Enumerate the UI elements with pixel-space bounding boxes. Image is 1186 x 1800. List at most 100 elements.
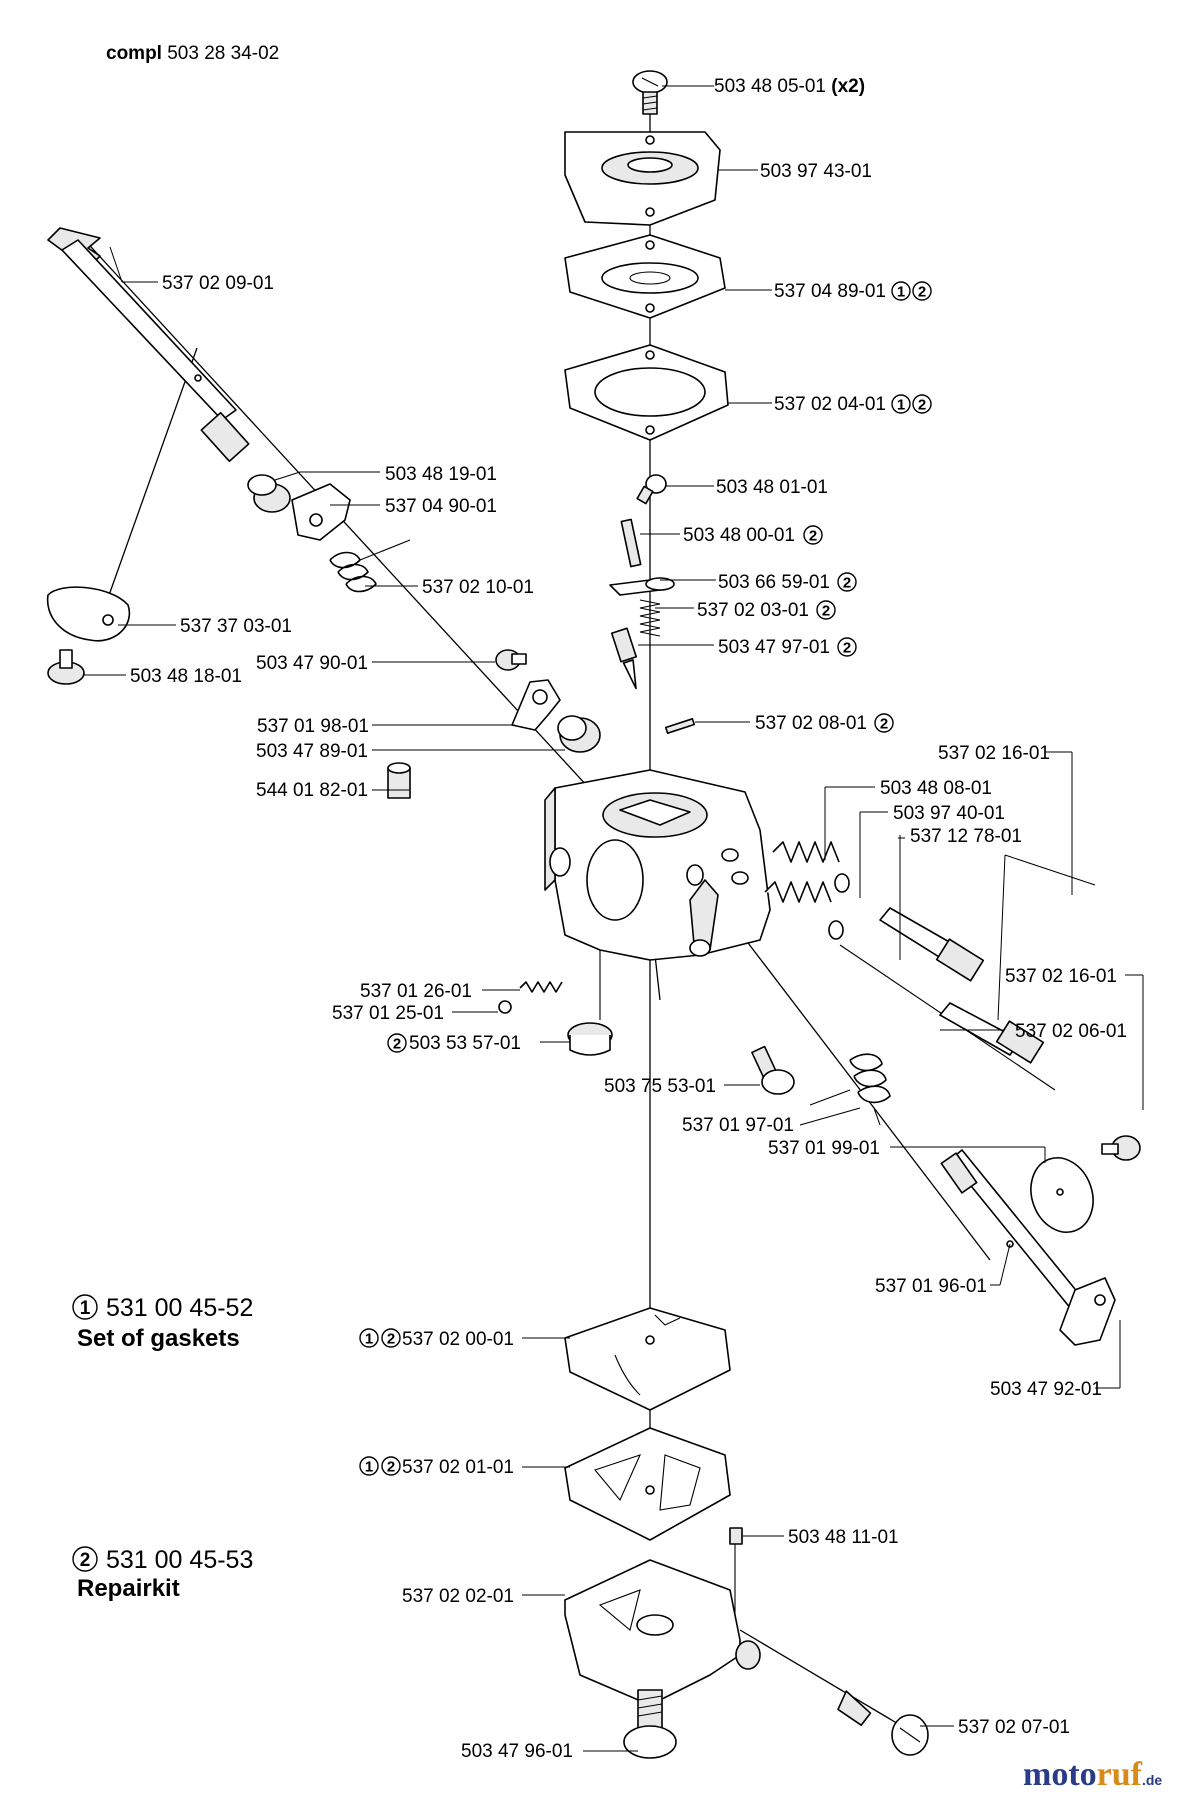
needle-valve-part [610, 627, 638, 690]
label-537-01-25-01: 537 01 25-01 [332, 1003, 444, 1024]
label-503-48-11-01: 503 48 11-01 [788, 1527, 899, 1548]
plug-small-part [729, 1527, 743, 1545]
legend-kit-1: 1 531 00 45-52 Set of gaskets [72, 1294, 253, 1352]
badge-2: 2 [837, 572, 857, 592]
pin-part [620, 518, 642, 568]
label-503-97-43-01: 503 97 43-01 [760, 161, 872, 182]
badge-1: 1 [891, 394, 911, 414]
label-503-48-18-01: 503 48 18-01 [130, 666, 242, 687]
label-537-02-01-01: 537 02 01-01 [402, 1457, 514, 1478]
check-spring-part [519, 981, 563, 993]
low-speed-spring-part [764, 881, 832, 903]
label-537-02-00-01: 537 02 00-01 [402, 1329, 514, 1350]
carburetor-body-part [544, 769, 771, 961]
label-537-01-99-01: 537 01 99-01 [768, 1138, 880, 1159]
label-537-02-16-01-bottom: 537 02 16-01 [1005, 966, 1117, 987]
label-537-02-07-01: 537 02 07-01 [958, 1717, 1070, 1738]
lever-screw-part [495, 649, 527, 671]
label-503-47-90-01: 503 47 90-01 [256, 653, 368, 674]
svg-text:1: 1 [365, 1459, 373, 1476]
choke-bushing-part [557, 715, 601, 753]
label-503-75-53-01: 503 75 53-01 [604, 1076, 716, 1097]
label-503-47-89-01: 503 47 89-01 [256, 741, 368, 762]
label-537-02-10-01: 537 02 10-01 [422, 577, 534, 598]
label-537-37-03-01: 537 37 03-01 [180, 616, 292, 637]
high-speed-spring-part [772, 841, 840, 863]
label-503-48-05-01: 503 48 05-01 (x2) [714, 76, 865, 97]
badge-2: 2 [912, 394, 932, 414]
label-537-02-03-01: 537 02 03-01 [697, 600, 809, 621]
top-screw-part [632, 70, 668, 115]
label-503-47-92-01: 503 47 92-01 [990, 1379, 1102, 1400]
idle-screw-part [837, 1690, 929, 1756]
throttle-rod-part [47, 227, 250, 463]
cover-screw-part [623, 1689, 677, 1759]
choke-screw-part [47, 649, 85, 685]
badge-2: 2 [874, 713, 894, 733]
choke-plate-part [46, 586, 131, 642]
svg-text:2: 2 [822, 603, 830, 620]
label-503-48-01-01: 503 48 01-01 [716, 477, 828, 498]
svg-text:2: 2 [843, 640, 851, 657]
compl-label: compl 503 28 34-02 [106, 43, 279, 64]
label-503-48-19-01: 503 48 19-01 [385, 464, 497, 485]
label-537-04-90-01: 537 04 90-01 [385, 496, 497, 517]
label-537-01-26-01: 537 01 26-01 [360, 981, 472, 1002]
label-537-02-08-01: 537 02 08-01 [755, 713, 867, 734]
kit1-name: Set of gaskets [77, 1325, 240, 1352]
label-503-47-97-01: 503 47 97-01 [718, 637, 830, 658]
watermark-brand-a: moto [1023, 1756, 1097, 1793]
badge-2: 2 [816, 600, 836, 620]
kit2-name: Repairkit [77, 1575, 180, 1602]
plug-part [387, 762, 411, 799]
pump-gasket-part [564, 344, 729, 441]
label-537-01-96-01: 537 01 96-01 [875, 1276, 987, 1297]
small-screw-part [636, 474, 667, 505]
svg-text:2: 2 [387, 1459, 395, 1476]
low-needle-part [939, 1002, 1045, 1064]
badge-1: 1 [359, 1456, 379, 1476]
svg-text:2: 2 [80, 1550, 91, 1571]
kit1-number: 531 00 45-52 [106, 1294, 253, 1322]
svg-text:2: 2 [918, 284, 926, 301]
label-503-47-96-01: 503 47 96-01 [461, 1741, 573, 1762]
svg-text:1: 1 [365, 1331, 373, 1348]
choke-axis [102, 347, 198, 613]
svg-text:2: 2 [393, 1036, 401, 1053]
badge-2: 2 [381, 1328, 401, 1348]
label-537-01-98-01: 537 01 98-01 [257, 716, 369, 737]
metering-lever-part [609, 577, 675, 596]
throttle-spring-part [329, 539, 411, 593]
svg-text:1: 1 [897, 397, 905, 414]
label-537-02-04-01: 537 02 04-01 [774, 394, 886, 415]
pump-diaphragm-part [564, 234, 726, 319]
metering-diaphragm-part [564, 1307, 731, 1411]
check-ball-part [498, 1000, 512, 1014]
filter-screen-part [567, 1022, 613, 1056]
washer-part-1 [834, 873, 850, 893]
svg-text:2: 2 [918, 397, 926, 414]
svg-text:2: 2 [843, 575, 851, 592]
small-pin-part [664, 718, 696, 734]
svg-text:1: 1 [897, 284, 905, 301]
badge-2: 2 [387, 1033, 407, 1053]
body-screw-part [751, 1045, 795, 1095]
label-537-02-06-01: 537 02 06-01 [1015, 1021, 1127, 1042]
label-537-12-78-01: 537 12 78-01 [910, 826, 1022, 847]
choke-lever-part [511, 679, 561, 731]
pump-cover-part [564, 131, 721, 226]
label-503-48-08-01: 503 48 08-01 [880, 778, 992, 799]
label-503-53-57-01: 503 53 57-01 [409, 1033, 521, 1054]
metering-spring-part [639, 599, 661, 637]
badge-2: 2 [381, 1456, 401, 1476]
watermark-brand-b: ruf [1097, 1756, 1143, 1793]
svg-text:2: 2 [880, 716, 888, 733]
part-labels: 503 48 05-01 (x2) 503 97 43-01 537 04 89… [130, 76, 1127, 1762]
badge-2: 2 [803, 525, 823, 545]
washer-part-2 [828, 920, 844, 940]
kit2-number: 531 00 45-53 [106, 1546, 253, 1574]
label-537-02-09-01: 537 02 09-01 [162, 273, 274, 294]
legend-kit-2: 2 531 00 45-53 Repairkit [72, 1546, 253, 1602]
label-537-04-89-01: 537 04 89-01 [774, 281, 886, 302]
